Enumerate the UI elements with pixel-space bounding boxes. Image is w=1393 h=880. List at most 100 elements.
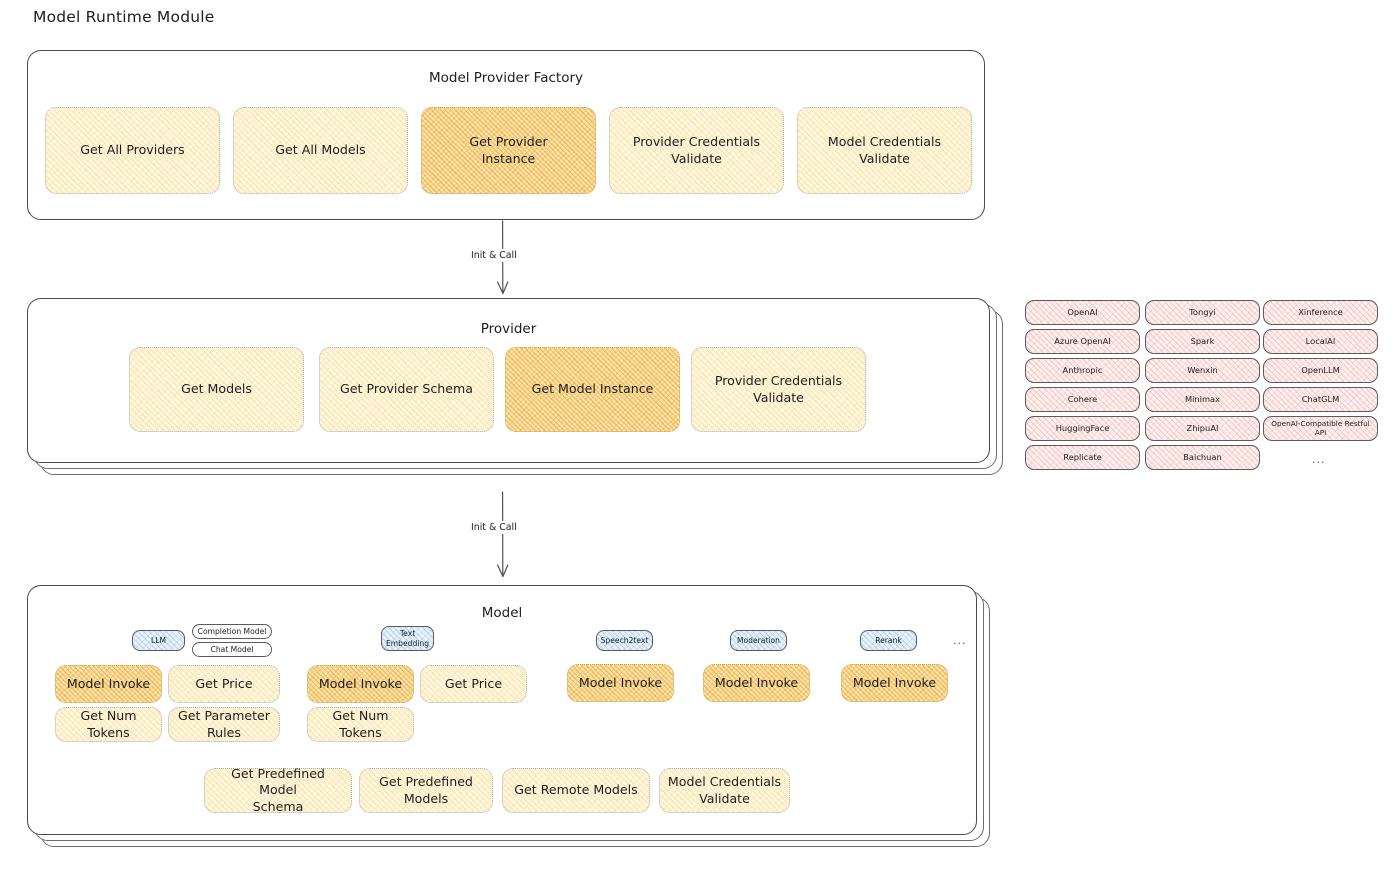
provider-title: Provider bbox=[480, 321, 537, 337]
llm-method-get-parameter-rules[interactable]: Get Parameter Rules bbox=[168, 707, 280, 742]
provider-chip-openai[interactable]: OpenAI bbox=[1025, 300, 1140, 325]
model-subtype-chip-chat-model[interactable]: Chat Model bbox=[192, 642, 272, 657]
provider-chip-zhipuai[interactable]: ZhipuAI bbox=[1145, 416, 1260, 441]
provider-chip-cohere[interactable]: Cohere bbox=[1025, 387, 1140, 412]
provider-chip-spark[interactable]: Spark bbox=[1145, 329, 1260, 354]
factory-method-get-all-models[interactable]: Get All Models bbox=[233, 107, 408, 194]
model-subtype-label: Completion Model bbox=[197, 626, 267, 636]
method-label: Get Num Tokens bbox=[80, 707, 137, 740]
model-types-ellipsis: ... bbox=[953, 634, 967, 647]
provider-method-get-model-instance[interactable]: Get Model Instance bbox=[505, 347, 680, 432]
provider-method-provider-credentials-validate[interactable]: Provider Credentials Validate bbox=[691, 347, 866, 432]
provider-method-label: Get Models bbox=[181, 381, 252, 397]
model-type-chip-rerank[interactable]: Rerank bbox=[860, 630, 917, 651]
page-title: Model Runtime Module bbox=[33, 8, 215, 26]
model-type-label: Speech2text bbox=[600, 635, 649, 645]
provider-chip-azure-openai[interactable]: Azure OpenAI bbox=[1025, 329, 1140, 354]
factory-method-label: Get All Models bbox=[275, 142, 366, 158]
factory-method-label: Get Provider Instance bbox=[469, 133, 548, 166]
llm-method-get-num-tokens[interactable]: Get Num Tokens bbox=[55, 707, 162, 742]
provider-chip-label: OpenAI-Compatible Restful API bbox=[1271, 419, 1370, 437]
model-type-label: LLM bbox=[150, 635, 166, 645]
provider-chip-label: Azure OpenAI bbox=[1054, 335, 1111, 346]
provider-chip-xinference[interactable]: Xinference bbox=[1263, 300, 1378, 325]
provider-chip-wenxin[interactable]: Wenxin bbox=[1145, 358, 1260, 383]
model-panel: Model LLM Completion Model Chat Model Mo… bbox=[27, 585, 977, 835]
model-type-chip-llm[interactable]: LLM bbox=[132, 630, 185, 651]
model-type-label: Text Embedding bbox=[385, 629, 430, 648]
provider-chip-label: Xinference bbox=[1298, 306, 1343, 317]
model-type-label: Moderation bbox=[736, 635, 780, 645]
method-label: Get Parameter Rules bbox=[178, 707, 270, 740]
factory-method-label: Model Credentials Validate bbox=[827, 133, 942, 166]
model-shared-method-model-credentials-validate[interactable]: Model Credentials Validate bbox=[659, 768, 790, 813]
factory-method-provider-credentials-validate[interactable]: Provider Credentials Validate bbox=[609, 107, 784, 194]
method-label: Model Invoke bbox=[66, 675, 151, 691]
text-embedding-method-model-invoke[interactable]: Model Invoke bbox=[307, 665, 414, 703]
method-label: Model Credentials Validate bbox=[667, 773, 782, 806]
method-label: Get Remote Models bbox=[514, 782, 638, 798]
method-label: Get Price bbox=[444, 675, 503, 691]
provider-chip-label: ZhipuAI bbox=[1186, 422, 1219, 433]
moderation-method-model-invoke[interactable]: Model Invoke bbox=[703, 664, 810, 702]
provider-chip-label: ChatGLM bbox=[1301, 393, 1340, 404]
provider-method-label: Get Provider Schema bbox=[340, 381, 473, 397]
method-label: Model Invoke bbox=[578, 674, 663, 690]
rerank-method-model-invoke[interactable]: Model Invoke bbox=[841, 664, 948, 702]
model-subtype-label: Chat Model bbox=[210, 644, 254, 654]
llm-method-get-price[interactable]: Get Price bbox=[168, 665, 280, 703]
provider-chip-label: Wenxin bbox=[1187, 364, 1218, 375]
llm-method-model-invoke[interactable]: Model Invoke bbox=[55, 665, 162, 703]
provider-chip-chatglm[interactable]: ChatGLM bbox=[1263, 387, 1378, 412]
provider-chip-label: Anthropic bbox=[1062, 364, 1103, 375]
method-label: Get Num Tokens bbox=[332, 707, 389, 740]
arrow-label: Init & Call bbox=[467, 521, 521, 534]
model-shared-method-get-predefined-model-schema[interactable]: Get Predefined Model Schema bbox=[204, 766, 352, 814]
factory-method-model-credentials-validate[interactable]: Model Credentials Validate bbox=[797, 107, 972, 194]
provider-chip-localai[interactable]: LocalAI bbox=[1263, 329, 1378, 354]
model-provider-factory-title: Model Provider Factory bbox=[428, 70, 583, 86]
text-embedding-method-get-num-tokens[interactable]: Get Num Tokens bbox=[307, 707, 414, 742]
model-shared-method-get-predefined-models[interactable]: Get Predefined Models bbox=[359, 768, 493, 813]
provider-chip-huggingface[interactable]: HuggingFace bbox=[1025, 416, 1140, 441]
model-subtype-chip-completion-model[interactable]: Completion Model bbox=[192, 624, 272, 639]
factory-method-get-provider-instance[interactable]: Get Provider Instance bbox=[421, 107, 596, 194]
model-type-chip-moderation[interactable]: Moderation bbox=[730, 630, 787, 651]
provider-chip-label: Minimax bbox=[1184, 393, 1221, 404]
provider-chip-minimax[interactable]: Minimax bbox=[1145, 387, 1260, 412]
model-type-label: Rerank bbox=[875, 635, 902, 645]
provider-chip-tongyi[interactable]: Tongyi bbox=[1145, 300, 1260, 325]
model-type-chip-text-embedding[interactable]: Text Embedding bbox=[381, 626, 434, 651]
provider-chip-label: HuggingFace bbox=[1055, 422, 1110, 433]
provider-method-get-models[interactable]: Get Models bbox=[129, 347, 304, 432]
method-label: Model Invoke bbox=[852, 674, 937, 690]
provider-list-ellipsis: ... bbox=[1312, 453, 1326, 466]
arrow-factory-to-provider: Init & Call bbox=[467, 220, 526, 299]
provider-chip-label: Spark bbox=[1190, 335, 1215, 346]
text-embedding-method-get-price[interactable]: Get Price bbox=[420, 665, 527, 703]
method-label: Model Invoke bbox=[318, 675, 403, 691]
provider-chip-openai-compatible-restful-api[interactable]: OpenAI-Compatible Restful API bbox=[1263, 416, 1378, 441]
provider-chip-openllm[interactable]: OpenLLM bbox=[1263, 358, 1378, 383]
provider-chip-label: Tongyi bbox=[1189, 306, 1216, 317]
arrow-line-icon bbox=[497, 491, 509, 578]
provider-method-label: Get Model Instance bbox=[531, 381, 654, 397]
model-type-chip-speech2text[interactable]: Speech2text bbox=[596, 630, 653, 651]
provider-chip-label: OpenLLM bbox=[1301, 364, 1340, 375]
provider-panel: Provider Get Models Get Provider Schema … bbox=[27, 298, 990, 463]
factory-method-label: Provider Credentials Validate bbox=[632, 133, 761, 166]
method-label: Get Price bbox=[195, 675, 253, 691]
provider-chip-label: Cohere bbox=[1067, 393, 1098, 404]
provider-chip-replicate[interactable]: Replicate bbox=[1025, 445, 1140, 470]
provider-method-get-provider-schema[interactable]: Get Provider Schema bbox=[319, 347, 494, 432]
provider-chip-baichuan[interactable]: Baichuan bbox=[1145, 445, 1260, 470]
factory-method-get-all-providers[interactable]: Get All Providers bbox=[45, 107, 220, 194]
model-title: Model bbox=[481, 605, 523, 621]
speech2text-method-model-invoke[interactable]: Model Invoke bbox=[567, 664, 674, 702]
model-shared-method-get-remote-models[interactable]: Get Remote Models bbox=[502, 768, 650, 813]
provider-chip-label: Replicate bbox=[1063, 451, 1102, 462]
factory-method-label: Get All Providers bbox=[80, 142, 185, 158]
provider-chip-anthropic[interactable]: Anthropic bbox=[1025, 358, 1140, 383]
provider-method-label: Provider Credentials Validate bbox=[714, 372, 843, 405]
